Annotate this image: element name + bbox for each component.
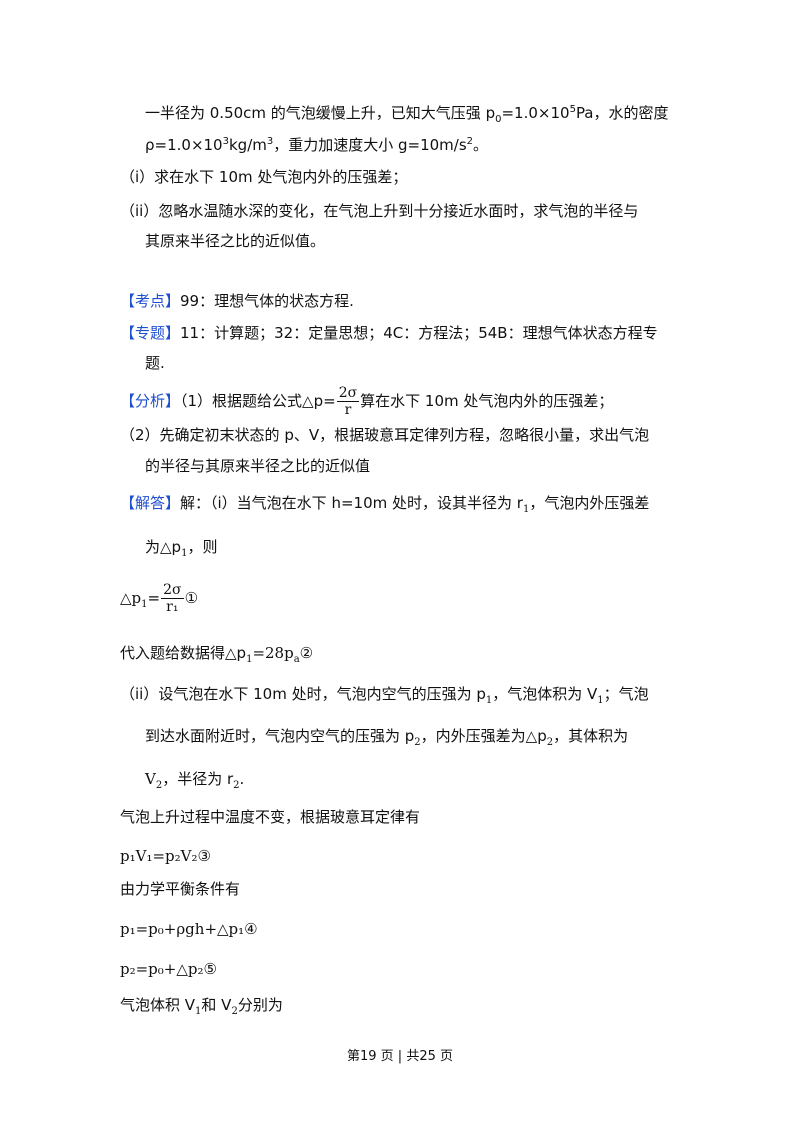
equation-3: p₁V₁=p₂V₂③ <box>120 847 211 865</box>
kaodian-line: 【考点】99：理想气体的状态方程. <box>120 292 354 310</box>
question-ii-line-1: （ii）忽略水温随水深的变化，在气泡上升到十分接近水面时，求气泡的半径与 <box>120 202 639 220</box>
part-ii-line-3: V2，半径为 r2. <box>145 770 245 791</box>
substitute-line: 代入题给数据得△p1=28pa② <box>120 644 314 665</box>
kaodian-tag: 【考点】 <box>120 292 181 310</box>
part-ii-line-1: （ii）设气泡在水下 10m 处时，气泡内空气的压强为 p1，气泡体积为 V1；… <box>120 685 649 706</box>
page-footer: 第19 页 | 共25 页 <box>347 1049 453 1064</box>
fenxi-line-3: 的半径与其原来半径之比的近似值 <box>145 457 371 475</box>
zhuanti-tag: 【专题】 <box>120 324 181 342</box>
jieda-tag: 【解答】 <box>120 494 181 512</box>
jieda-line-2: 为△p1，则 <box>145 538 218 559</box>
zhuanti-line-1: 【专题】11：计算题；32：定量思想；4C：方程法；54B：理想气体状态方程专 <box>120 324 658 342</box>
equation-4: p₁=p₀+ρgh+△p₁④ <box>120 920 258 938</box>
fenxi-line-2: （2）先确定初末状态的 p、V，根据玻意耳定律列方程，忽略很小量，求出气泡 <box>120 426 650 444</box>
problem-line-1: 一半径为 0.50cm 的气泡缓慢上升，已知大气压强 p0=1.0×105Pa，… <box>145 104 669 125</box>
eq-mark-2: ② <box>299 644 314 662</box>
boyle-law-line: 气泡上升过程中温度不变，根据玻意耳定律有 <box>120 808 421 826</box>
equation-5: p₂=p₀+△p₂⑤ <box>120 960 217 978</box>
eq-mark-1: ① <box>184 589 199 607</box>
question-i: （i）求在水下 10m 处气泡内外的压强差； <box>120 168 408 186</box>
problem-line-2: ρ=1.0×103kg/m3，重力加速度大小 g=10m/s2。 <box>145 136 489 154</box>
question-ii-line-2: 其原来半径之比的近似值。 <box>145 232 326 250</box>
eq-mark-3: ③ <box>197 847 211 865</box>
fenxi-tag: 【分析】 <box>120 392 181 410</box>
part-ii-line-2: 到达水面附近时，气泡内空气的压强为 p2，内外压强差为△p2，其体积为 <box>145 727 629 748</box>
zhuanti-line-2: 题. <box>145 354 165 372</box>
eq-mark-5: ⑤ <box>203 960 217 978</box>
mechanics-line: 由力学平衡条件有 <box>120 880 241 898</box>
volume-line: 气泡体积 V1和 V2分别为 <box>120 996 283 1017</box>
jieda-line-1: 【解答】解：（i）当气泡在水下 h=10m 处时，设其半径为 r1，气泡内外压强… <box>120 494 650 515</box>
eq-mark-4: ④ <box>244 920 258 938</box>
